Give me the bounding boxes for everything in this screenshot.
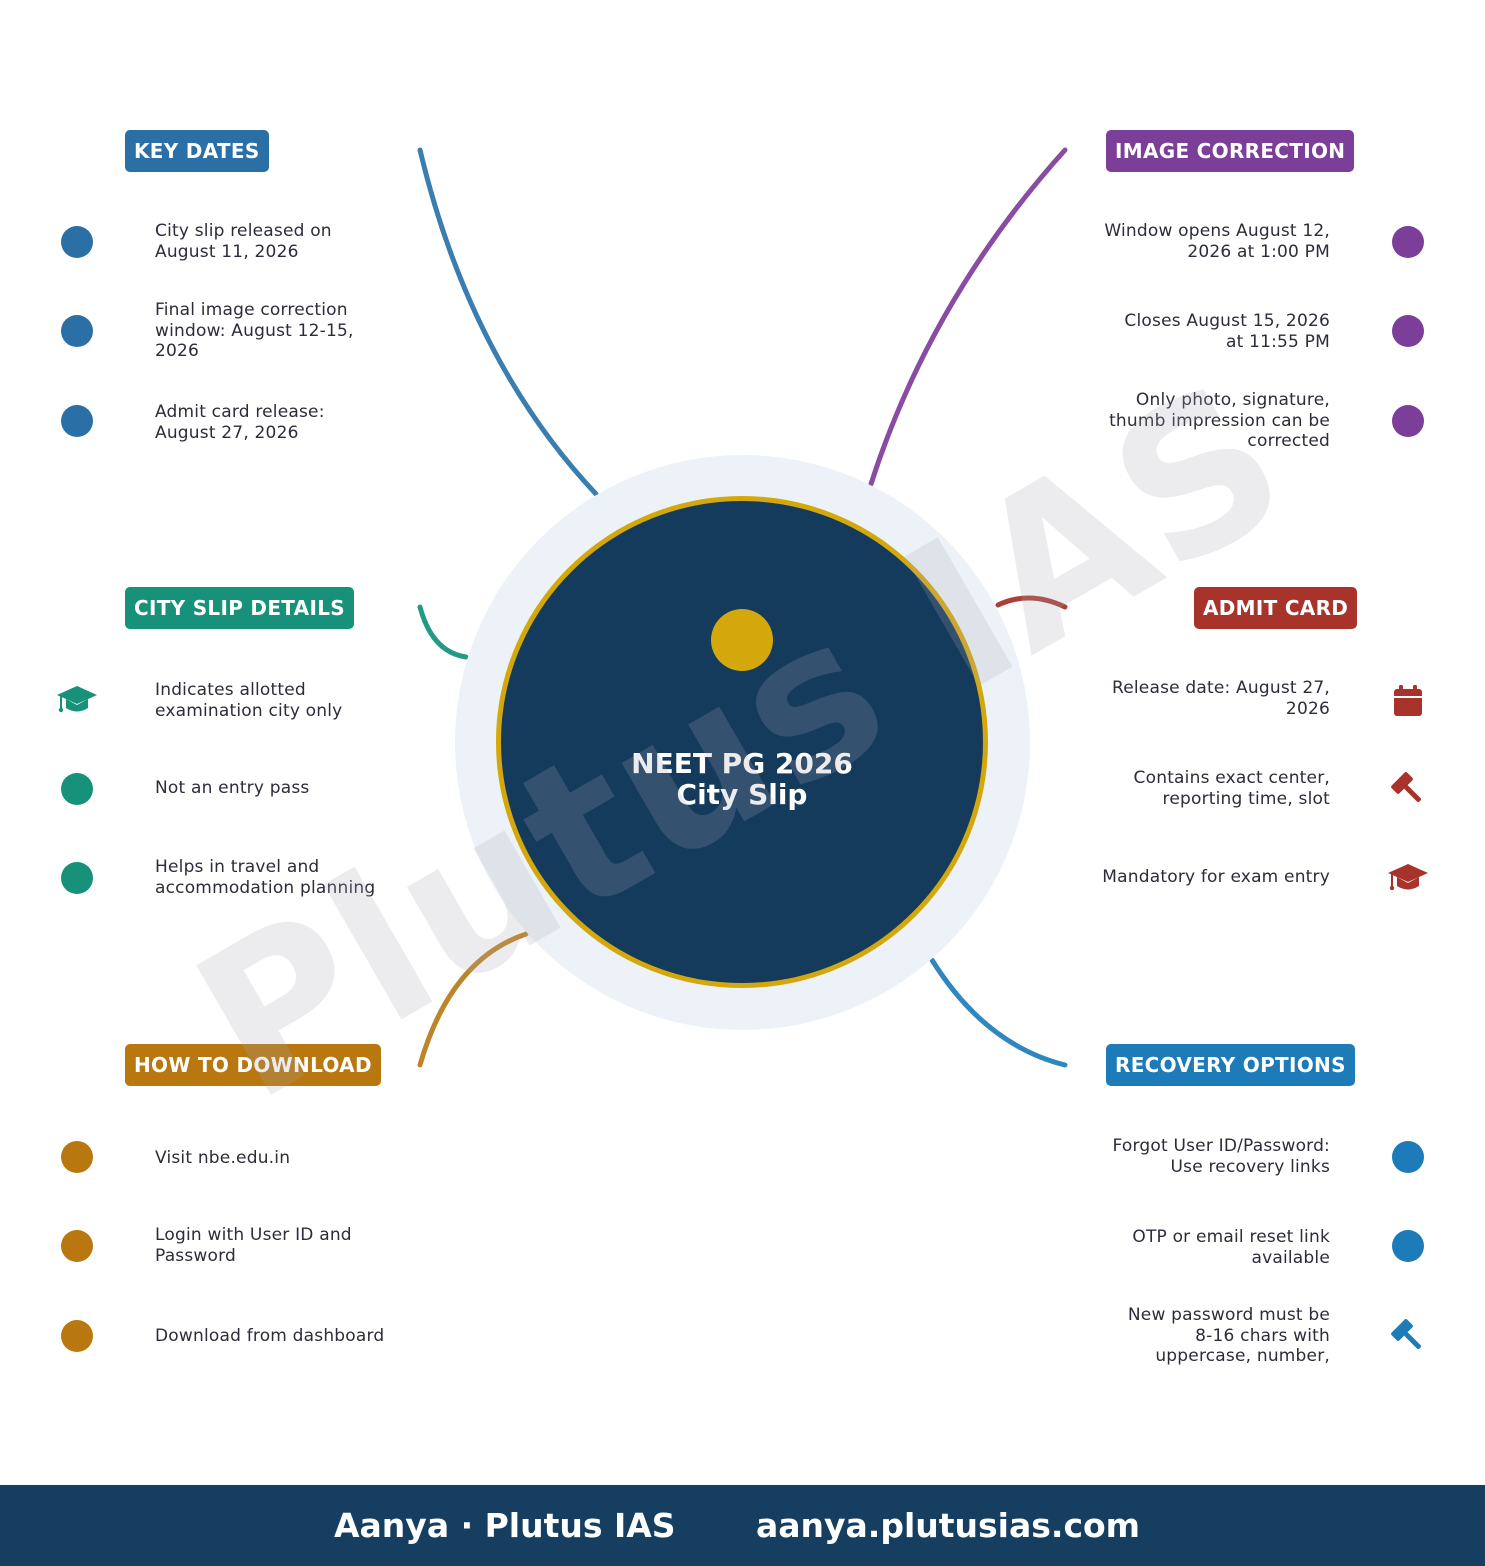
recovery-options-item: New password must be 8-16 chars with upp…: [1127, 1305, 1330, 1366]
center-title-line2: City Slip: [676, 778, 808, 811]
section-label-how-to-download: HOW TO DOWNLOAD: [125, 1044, 381, 1086]
bullet-icon: [1392, 1230, 1424, 1262]
city-slip-details-item: Not an entry pass: [155, 778, 310, 798]
connector-lines: [417, 147, 1068, 1068]
gavel-icon: [1391, 1319, 1421, 1349]
section-label-city-slip-details: CITY SLIP DETAILS: [125, 587, 354, 629]
key-dates-item: Admit card release: August 27, 2026: [155, 402, 325, 443]
section-label-recovery-options: RECOVERY OPTIONS: [1106, 1044, 1355, 1086]
bullet-icon: [1392, 405, 1424, 437]
admit-card-item: Release date: August 27, 2026: [1111, 678, 1330, 719]
bullet-icon: [61, 773, 93, 805]
how-to-download-item: Login with User ID and Password: [155, 1225, 352, 1266]
image-correction-item: Closes August 15, 2026 at 11:55 PM: [1124, 311, 1330, 352]
city-slip-details-item: Helps in travel and accommodation planni…: [155, 857, 376, 898]
connector-recovery-options: [929, 957, 1068, 1068]
bullet-icon: [61, 226, 93, 258]
section-label-key-dates: KEY DATES: [125, 130, 269, 172]
section-label-image-correction: IMAGE CORRECTION: [1106, 130, 1355, 172]
section-label-admit-card: ADMIT CARD: [1194, 587, 1358, 629]
connector-image-correction: [868, 147, 1068, 487]
connector-key-dates: [417, 147, 599, 497]
bullet-icon: [61, 1141, 93, 1173]
bullet-icon: [61, 862, 93, 894]
bullet-icon: [1392, 226, 1424, 258]
connector-city-slip-details: [417, 604, 469, 660]
recovery-options-item: OTP or email reset link available: [1132, 1227, 1330, 1268]
bullet-icon: [61, 1320, 93, 1352]
bullet-icon: [1392, 1141, 1424, 1173]
admit-card-item: Mandatory for exam entry: [1102, 867, 1330, 887]
how-to-download-item: Visit nbe.edu.in: [155, 1148, 291, 1168]
center-node: [496, 496, 988, 988]
bullet-icon: [61, 315, 93, 347]
key-dates-item: City slip released on August 11, 2026: [155, 221, 332, 262]
calendar-icon: [1394, 685, 1422, 716]
mind-map: NEET PG 2026 City Slip KEY DATES City sl…: [57, 130, 1428, 1366]
bullet-icon: [61, 1230, 93, 1262]
image-correction-item: Only photo, signature, thumb impression …: [1109, 390, 1330, 451]
bullet-icon: [1392, 315, 1424, 347]
footer-url: aanya.plutusias.com: [756, 1506, 1141, 1545]
connector-how-to-download: [417, 931, 529, 1068]
how-to-download-item: Download from dashboard: [155, 1326, 385, 1346]
city-slip-details-item: Indicates allotted examination city only: [155, 680, 343, 721]
graduation-cap-icon: [57, 686, 97, 713]
key-dates-item: Final image correction window: August 12…: [155, 300, 354, 361]
center-title: NEET PG 2026 City Slip: [542, 748, 942, 810]
recovery-options-item: Forgot User ID/Password: Use recovery li…: [1112, 1136, 1330, 1177]
gavel-icon: [1391, 772, 1421, 802]
center-accent-dot: [711, 609, 773, 671]
admit-card-item: Contains exact center, reporting time, s…: [1133, 768, 1330, 809]
connector-admit-card: [995, 595, 1068, 610]
center-title-line1: NEET PG 2026: [631, 747, 853, 780]
graduation-cap-icon: [1388, 864, 1428, 891]
bullet-icon: [61, 405, 93, 437]
image-correction-item: Window opens August 12, 2026 at 1:00 PM: [1104, 221, 1330, 262]
footer-brand: Aanya · Plutus IAS: [334, 1506, 676, 1545]
footer-bar: Aanya · Plutus IAS aanya.plutusias.com: [0, 1485, 1485, 1566]
